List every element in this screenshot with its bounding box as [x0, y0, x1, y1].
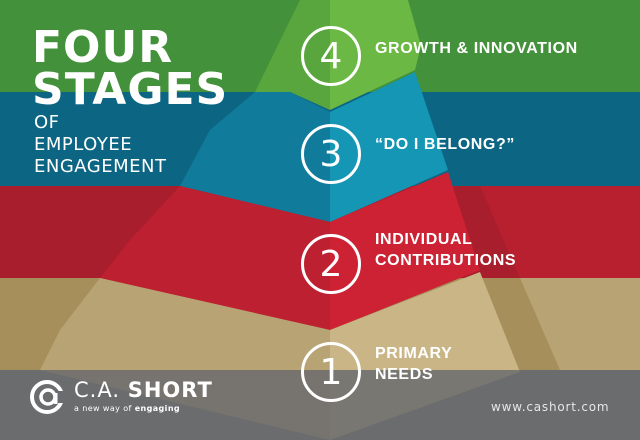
right-wedge-tan [520, 278, 640, 370]
right-wedge-red [480, 186, 640, 278]
brand-tagline-plain: a new way of [74, 404, 135, 413]
pyramid-face-red [330, 172, 480, 330]
cashort-logo-icon [30, 380, 65, 414]
brand-tagline: a new way of engaging [74, 404, 180, 413]
website-url: www.cashort.com [491, 400, 610, 414]
stage-1-label-line-1: PRIMARY [375, 345, 453, 362]
base-gray [0, 370, 640, 440]
stage-1-label-line-2: NEEDS [375, 366, 434, 383]
pyramid-left-red [100, 186, 330, 330]
title-four: FOUR [32, 22, 174, 73]
stage-4-label: GROWTH & INNOVATION [375, 38, 578, 59]
stage-3-label: “DO I BELONG?” [375, 134, 515, 155]
stage-3-number-circle: 3 [301, 124, 361, 184]
pyramid-face-green [330, 0, 421, 110]
stage-2-label: INDIVIDUAL CONTRIBUTIONS [375, 229, 516, 271]
brand-name-bold: SHORT [127, 378, 213, 402]
pyramid-left-blue [180, 92, 330, 222]
stage-4-label-line: GROWTH & INNOVATION [375, 40, 578, 57]
brand-name-light: C.A. [74, 378, 121, 402]
title-engagement: ENGAGEMENT [34, 156, 167, 177]
stage-3-label-line: “DO I BELONG?” [375, 136, 515, 153]
stage-1-label: PRIMARY NEEDS [375, 343, 452, 385]
title-of: OF [34, 112, 60, 133]
stage-2-label-line-2: CONTRIBUTIONS [375, 252, 517, 269]
stage-1-number-circle: 1 [301, 342, 361, 402]
brand-tagline-bold: engaging [134, 404, 181, 413]
pyramid-left-green [255, 0, 330, 110]
stage-2-number-circle: 2 [301, 234, 361, 294]
stage-4-number-circle: 4 [301, 26, 361, 86]
stage-2-label-line-1: INDIVIDUAL [375, 231, 473, 248]
title-employee: EMPLOYEE [34, 134, 133, 155]
title-stages: STAGES [32, 64, 229, 115]
brand-name: C.A. SHORT [74, 378, 213, 402]
pyramid-face-blue [330, 72, 448, 222]
